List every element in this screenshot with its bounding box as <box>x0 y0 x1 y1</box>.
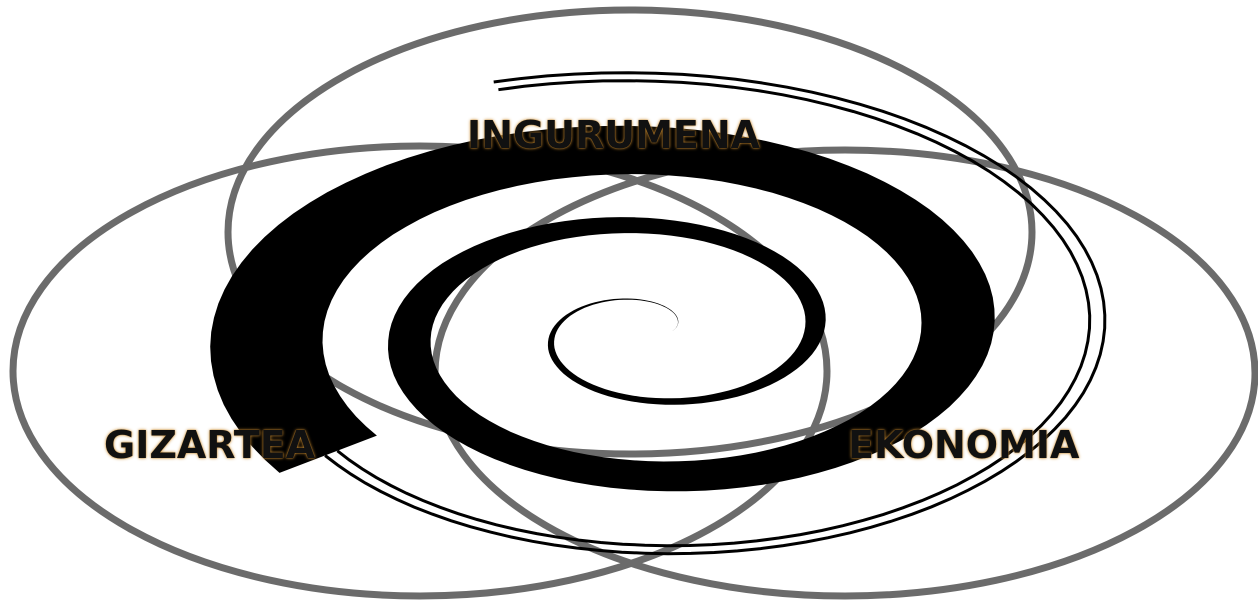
set-label-left: GIZARTEA <box>104 426 315 464</box>
set-label-right: EKONOMIA <box>848 426 1079 464</box>
set-label-top: INGURUMENA <box>467 116 760 154</box>
